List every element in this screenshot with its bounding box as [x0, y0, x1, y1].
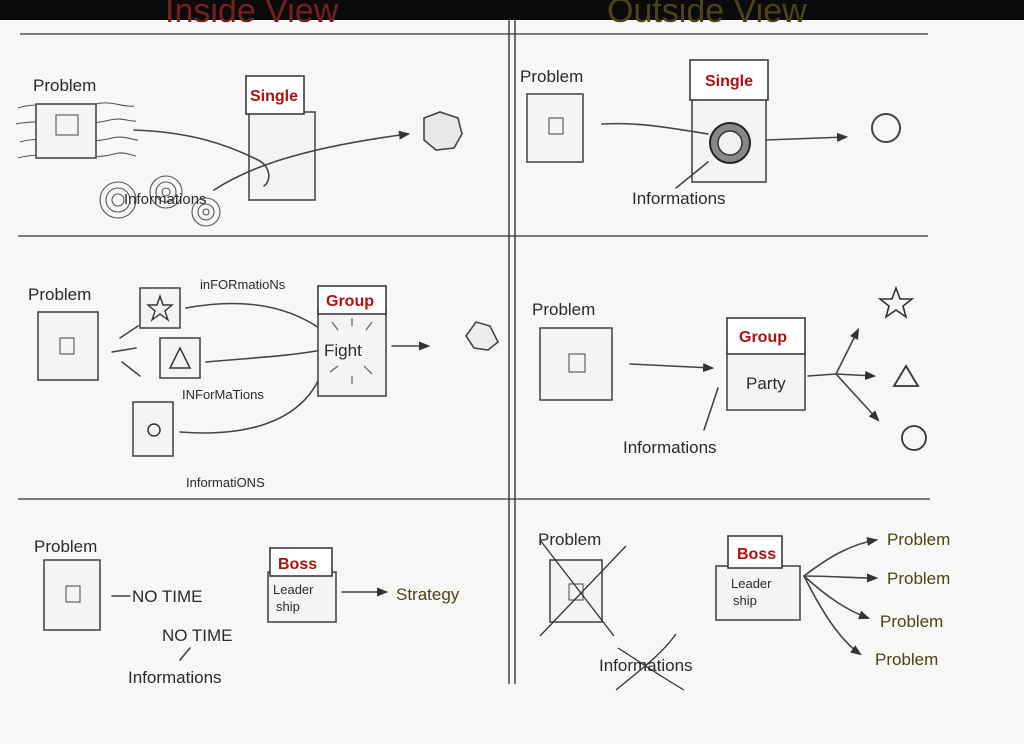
- output-arrow-2: [803, 573, 879, 583]
- output-arrow-triangle: [835, 371, 877, 381]
- problem-label: Problem: [34, 537, 97, 556]
- output-arrow-1: [803, 537, 879, 577]
- problem-cube-icon: [15, 102, 139, 159]
- output-problem-label-2: Problem: [887, 569, 950, 588]
- circle-result-icon: [871, 113, 901, 143]
- group-tag-label: Group: [326, 293, 374, 310]
- spiral-icons: [99, 175, 221, 227]
- output-problem-label-1: Problem: [887, 530, 950, 549]
- outside-boss-panel: Problem Informations Boss Leader ship Pr…: [538, 530, 950, 691]
- problem-label: Problem: [532, 300, 595, 319]
- star-cube-icon: [139, 287, 181, 329]
- group-tag-label: Group: [739, 329, 787, 346]
- leadership-label-2: ship: [733, 593, 757, 608]
- leadership-label-1: Leader: [731, 576, 772, 591]
- inside-single-panel: Problem Single Informations: [15, 75, 463, 227]
- output-arrow-circle: [835, 373, 880, 422]
- problem-arrow: [629, 363, 715, 373]
- group-box: Group: [317, 285, 387, 397]
- problem-cube-icon: [37, 311, 99, 381]
- circle-result-icon: [901, 425, 927, 451]
- inside-view-heading: Inside View: [165, 0, 339, 30]
- info-label-2: INForMaTions: [182, 387, 264, 402]
- output-problem-label-4: Problem: [875, 650, 938, 669]
- single-output-arrow: [765, 132, 849, 142]
- inside-boss-panel: Problem NO TIME NO TIME Informations Bos…: [34, 537, 460, 687]
- informations-line: [675, 161, 709, 189]
- problem-cube-icon: [539, 327, 613, 401]
- informations-label: Informations: [632, 189, 726, 208]
- problem-label: Problem: [28, 285, 91, 304]
- single-box: Single: [245, 75, 316, 201]
- info-line-2: [205, 349, 323, 363]
- no-time-label-2: NO TIME: [162, 626, 233, 645]
- problem-label: Problem: [520, 67, 583, 86]
- group-box: Group: [726, 317, 806, 411]
- output-problem-label-3: Problem: [880, 612, 943, 631]
- strategy-label: Strategy: [396, 585, 460, 604]
- output-arrow-star: [807, 327, 860, 377]
- informations-cross-out: [615, 633, 685, 691]
- single-tag-label: Single: [705, 73, 753, 90]
- boss-box: Boss: [267, 547, 337, 623]
- outside-group-panel: Problem Group Party Informations: [532, 285, 927, 457]
- informations-line: [703, 387, 719, 431]
- informations-label: Informations: [124, 191, 207, 208]
- messy-result-shape: [423, 111, 463, 151]
- output-arrow-3: [803, 575, 871, 620]
- info-label-1: inFORmatioNs: [200, 277, 286, 292]
- single-box: Single: [689, 59, 769, 183]
- triangle-cube-icon: [159, 337, 201, 379]
- boss-tag-label: Boss: [737, 546, 776, 563]
- informations-label: Informations: [128, 668, 222, 687]
- leadership-label-2: ship: [276, 599, 300, 614]
- info-line-1: [185, 302, 323, 331]
- fight-label: Fight: [324, 341, 362, 360]
- outside-single-panel: Problem Single Informations: [520, 59, 901, 208]
- single-output-arrow: [213, 130, 411, 191]
- circle-cube-icon: [132, 401, 174, 457]
- grid-lines: [18, 20, 930, 684]
- informations-label: Informations: [623, 438, 717, 457]
- crossed-problem-cube-icon: [539, 539, 627, 637]
- problem-label: Problem: [538, 530, 601, 549]
- problem-line: [133, 129, 270, 187]
- output-arrow-4: [803, 575, 862, 656]
- star-result-icon: [877, 285, 915, 319]
- boss-tag-label: Boss: [278, 556, 317, 573]
- boss-box: Boss: [715, 535, 801, 621]
- problem-label: Problem: [33, 76, 96, 95]
- broken-result-shape: [465, 321, 500, 351]
- info-line-3: [179, 371, 323, 434]
- single-tag-label: Single: [250, 88, 298, 105]
- split-lines: [111, 325, 141, 377]
- problem-cube-icon: [43, 559, 101, 631]
- party-label: Party: [746, 374, 786, 393]
- informations-tick: [179, 647, 191, 661]
- triangle-result-icon: [892, 364, 920, 387]
- problem-line: [601, 122, 709, 135]
- problem-cube-icon: [526, 93, 584, 163]
- top-black-bar: [0, 0, 1024, 20]
- inside-group-panel: Problem inFORmatioNs INForMaTions Inform…: [28, 277, 500, 490]
- outside-view-heading: Outside View: [607, 0, 807, 30]
- info-label-3: InformatiONS: [186, 475, 265, 490]
- leadership-label-1: Leader: [273, 582, 314, 597]
- no-time-label-1: NO TIME: [132, 587, 203, 606]
